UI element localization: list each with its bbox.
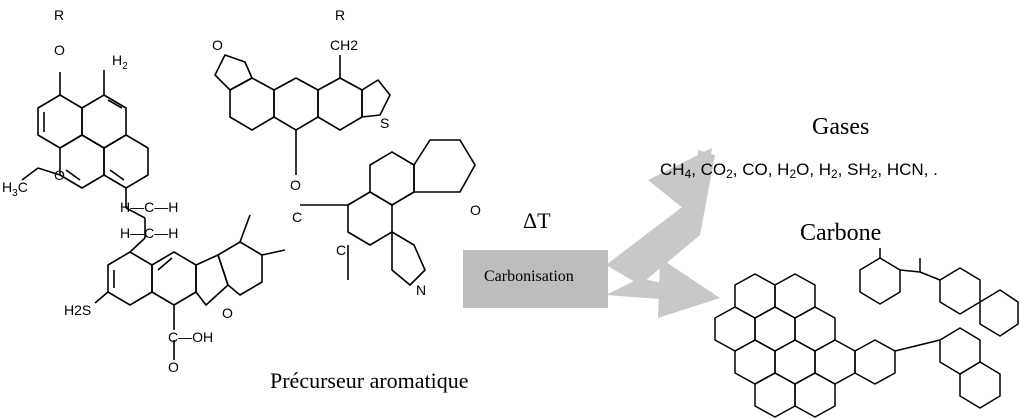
atom-hch1: H—C—H [120, 199, 178, 215]
carbonisation-box [463, 250, 608, 308]
gas-formula: H2O [777, 160, 810, 181]
atom-r-top: R [54, 7, 64, 23]
atom-meo-o: O [54, 167, 65, 183]
atom-h2s: H2S [64, 302, 91, 318]
carbonisation-label: Carbonisation [484, 268, 574, 285]
atom-ether-o: O [290, 177, 301, 193]
carbone-title: Carbone [800, 220, 882, 246]
gas-formula: HCN [886, 160, 924, 179]
right-fused-rings [300, 139, 476, 286]
precursor-caption: Précurseur aromatique [270, 368, 469, 393]
atom-thio-s: S [380, 115, 389, 131]
atom-benzofuran-o: O [222, 305, 233, 321]
upper-fused-rings [214, 54, 391, 175]
atom-furan-o: O [212, 37, 223, 53]
ethylene-bridge [125, 207, 146, 253]
atom-c-right: C [336, 242, 346, 258]
atom-pyran-o: O [470, 202, 481, 218]
pyrene-ring [21, 70, 149, 208]
delta-t-label: ΔT [523, 208, 551, 233]
upper-arrow [606, 150, 715, 285]
gases-title: Gases [812, 114, 870, 140]
atom-h2: H2 [112, 52, 128, 72]
gases-list: CH4, CO2, CO, H2O, H2, SH2, HCN, . [660, 160, 938, 181]
upper-arrowhead [648, 148, 712, 222]
atom-acid-o: O [168, 359, 179, 375]
atom-r-mid: R [335, 7, 345, 23]
lower-fused-rings [94, 214, 286, 360]
gas-formula: CO [742, 160, 768, 179]
lower-arrowhead [658, 258, 720, 318]
atom-hch2: H—C—H [120, 225, 178, 241]
gas-formula: SH2 [847, 160, 878, 181]
atom-h3c: H3C [2, 179, 28, 199]
gas-formula: CO2 [700, 160, 733, 181]
gas-formula: . [933, 160, 938, 179]
atom-pyrrole-n: N [416, 282, 426, 298]
atom-c-upper: C [292, 209, 302, 225]
atom-o-top: O [54, 42, 65, 58]
gas-formula: CH4 [660, 160, 692, 181]
gas-formula: H2 [818, 160, 838, 181]
graphene-sheet [714, 248, 1019, 418]
atom-acid-c: C—OH [168, 329, 213, 345]
atom-ch2: CH2 [330, 37, 358, 53]
